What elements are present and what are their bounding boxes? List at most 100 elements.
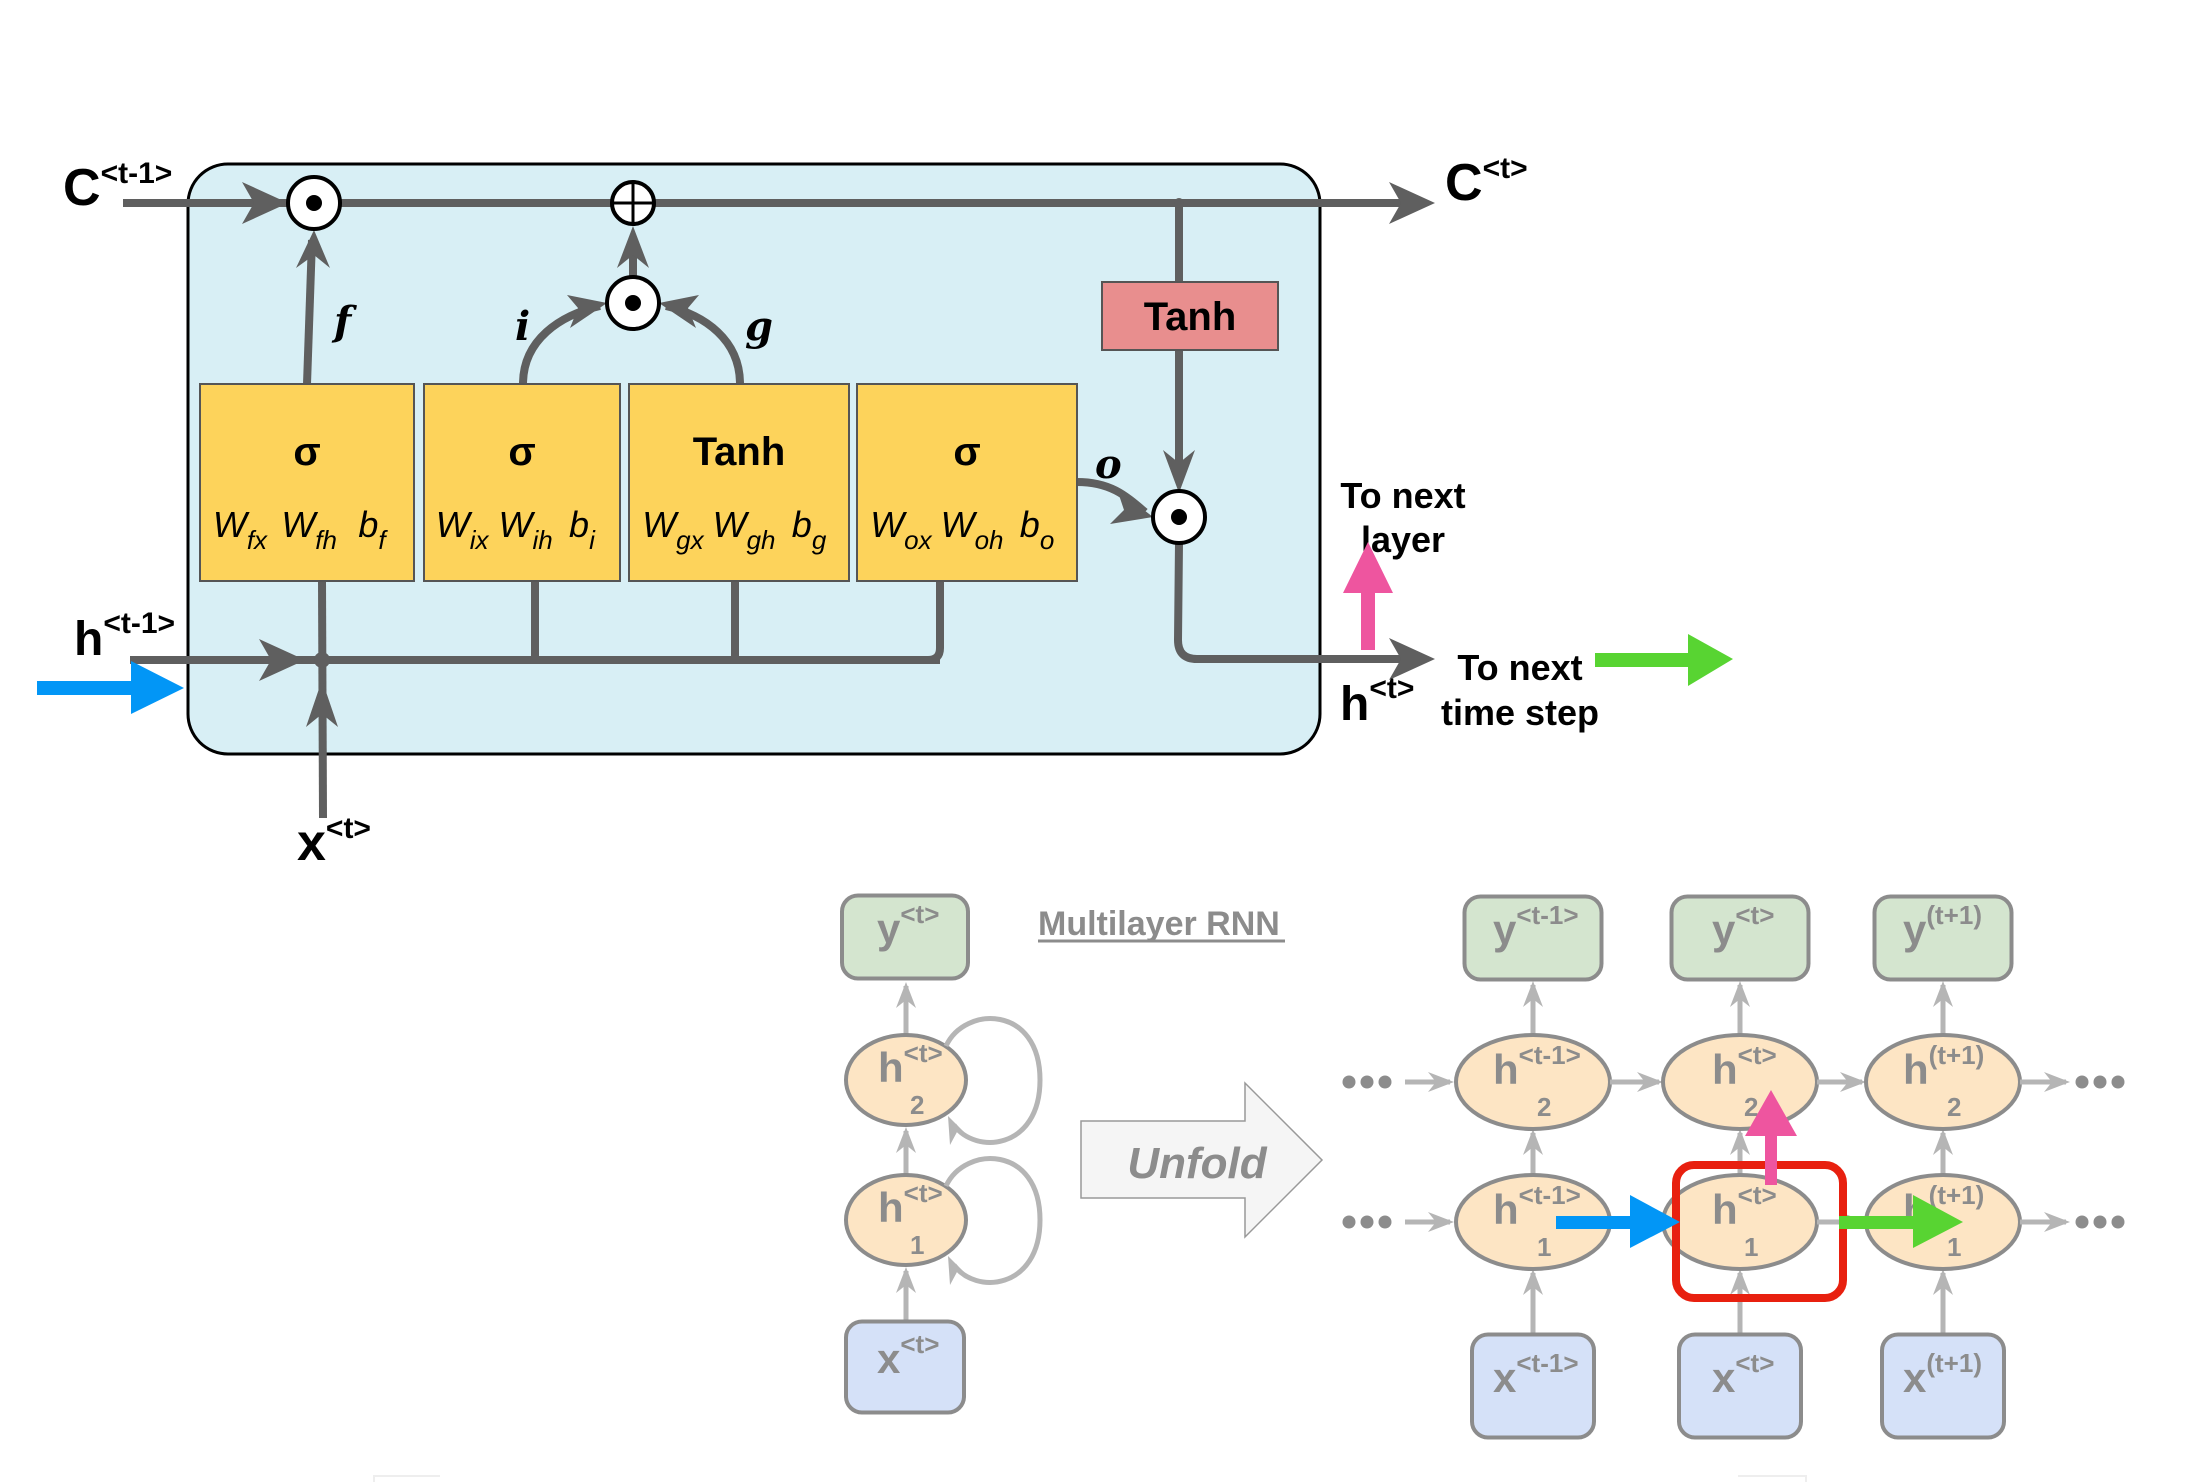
output-gate-connector xyxy=(927,581,944,664)
unfolded-col-3-hidden-layer2-label: h(t+1) xyxy=(1903,1040,1984,1093)
unfolded-col-2-input-box xyxy=(1677,1332,1803,1440)
output-gate-arrowhead xyxy=(1110,489,1153,524)
hidden-input-label: h<t-1> xyxy=(74,607,175,666)
unfolded-col-2-hidden-layer2-label-subscript: 2 xyxy=(1744,1092,1758,1122)
candidate-param-Wgh: Wgh xyxy=(713,504,776,555)
cell-tanh-box xyxy=(1101,281,1279,351)
unfolded-col-2-output-label: y<t> xyxy=(1712,900,1774,953)
forget-param-bf: bf xyxy=(358,504,388,555)
rnn-title: Multilayer RNN xyxy=(1038,905,1280,943)
input-multiply-node xyxy=(605,275,661,331)
unfolded-rnn: y<t-1>h<t-1>2h<t-1>1x<t-1>y<t>h<t>2h<t>1… xyxy=(1342,894,2125,1440)
hidden-input-arrowhead xyxy=(259,639,305,681)
folded-output-label: y<t> xyxy=(877,899,939,952)
decorative-outline xyxy=(373,1475,440,1482)
unfolded-col-3-output-label: y(t+1) xyxy=(1903,900,1982,953)
unfolded-col-3-hidden-layer1-label-subscript: 1 xyxy=(1947,1232,1961,1262)
folded-rnn: y<t>h<t>2h<t>1x<t> xyxy=(840,893,1043,1415)
green-arrow-icon xyxy=(1839,1195,1963,1248)
dot-icon xyxy=(306,195,322,211)
unfolded-col-3-x-to-h1-arrow-arrowhead xyxy=(1933,1269,1953,1295)
unfolded-col-1-layer2-recurrent-arrow-arrowhead xyxy=(1637,1072,1663,1092)
forget-activation-label: σ xyxy=(293,430,320,474)
folded-output-box xyxy=(840,893,970,981)
add-node xyxy=(610,180,656,226)
unfolded-col-2-h2-to-y-arrow-arrowhead xyxy=(1730,981,1750,1007)
folded-hidden-layer1-node xyxy=(844,1173,968,1267)
unfolded-col-3-input-box xyxy=(1880,1332,2006,1440)
output-param-Wox: Wox xyxy=(870,504,932,555)
folded-hidden-layer1-label-subscript: 1 xyxy=(910,1230,924,1260)
unfolded-col-1-output-label: y<t-1> xyxy=(1493,900,1579,953)
unfolded-col-2-input-label: x<t> xyxy=(1712,1348,1774,1401)
folded-input-box xyxy=(844,1319,966,1415)
unfolded-col-2-hidden-layer2-label: h<t> xyxy=(1712,1040,1777,1093)
input-param-Wih: Wih xyxy=(498,504,552,555)
unfolded-col-2-x-to-h1-arrow-arrowhead xyxy=(1730,1269,1750,1295)
input-param-bi: bi xyxy=(569,504,596,555)
cell-input-arrowhead xyxy=(242,182,288,224)
folded-h1-to-h2-arrow-arrowhead xyxy=(896,1127,916,1153)
folded-hidden-layer2-label-subscript: 2 xyxy=(910,1090,924,1120)
folded-h2-to-y-arrow-arrowhead xyxy=(896,982,916,1008)
left-into-layer1-arrow-arrowhead xyxy=(1428,1212,1454,1232)
candidate-param-Wgx: Wgx xyxy=(642,504,704,555)
unfolded-col-3-output-box xyxy=(1872,894,2014,982)
recurrent-loop-1 xyxy=(943,1156,1043,1285)
folded-hidden-layer2-label: h<t> xyxy=(878,1038,943,1091)
recurrent-loop-arrowhead xyxy=(948,1116,970,1145)
candidate-arrowhead xyxy=(659,295,699,328)
unfolded-col-1-input-label: x<t-1> xyxy=(1493,1348,1579,1401)
pink-arrow-icon xyxy=(1745,1090,1797,1185)
output-activation-label: σ xyxy=(953,430,980,474)
ellipsis-right-layer2 xyxy=(2075,1075,2125,1089)
cell-output-label: C<t> xyxy=(1445,152,1528,212)
ellipsis-left-layer1 xyxy=(1342,1215,1392,1229)
ellipsis-right-layer1 xyxy=(2075,1215,2125,1229)
forget-gate-box xyxy=(199,383,415,582)
left-into-layer2-arrow-arrowhead xyxy=(1428,1072,1454,1092)
unfolded-col-1-h2-to-y-arrow-arrowhead xyxy=(1523,981,1543,1007)
recurrent-loop-arrowhead xyxy=(948,1256,970,1285)
unfolded-col-1-hidden-layer2-label-subscript: 2 xyxy=(1537,1092,1551,1122)
hidden-output-wire xyxy=(1173,542,1410,663)
unfolded-col-3-hidden-layer2-label-subscript: 2 xyxy=(1947,1092,1961,1122)
pink-arrow-icon xyxy=(1343,542,1393,650)
candidate-param-bg: bg xyxy=(792,504,827,555)
forget-param-Wfh: Wfh xyxy=(281,504,337,555)
unfolded-col-2-output-box xyxy=(1669,894,1811,982)
unfolded-col-2-hidden-layer1-label-subscript: 1 xyxy=(1744,1232,1758,1262)
dot-icon xyxy=(625,295,641,311)
unfold-arrow: Unfold xyxy=(1080,1081,1324,1239)
candidate-gate-box xyxy=(628,383,850,582)
unfolded-col-1-output-box xyxy=(1462,894,1604,982)
input-param-Wix: Wix xyxy=(436,504,490,555)
unfolded-col-1-hidden-layer1-label: h<t-1> xyxy=(1493,1180,1581,1233)
add-arrowhead xyxy=(617,226,649,268)
unfolded-col-1-x-to-h1-arrow-arrowhead xyxy=(1523,1269,1543,1295)
unfolded-col-1-input-box xyxy=(1470,1332,1596,1440)
forget-multiply-node xyxy=(286,175,342,231)
highlight-box xyxy=(1672,1161,1847,1302)
dot-icon xyxy=(1171,509,1187,525)
output-param-Woh: Woh xyxy=(941,504,1004,555)
unfolded-col-3-h1-to-h2-arrow-arrowhead xyxy=(1933,1129,1953,1155)
blue-arrow-icon xyxy=(37,661,184,714)
junction xyxy=(314,652,330,668)
folded-x-to-h1-arrow-arrowhead xyxy=(896,1267,916,1293)
cell-tanh-label: Tanh xyxy=(1144,295,1237,339)
hidden-output-arrowhead xyxy=(1389,638,1435,680)
ellipsis-left-layer2 xyxy=(1342,1075,1392,1089)
input-signal-label: i xyxy=(515,303,530,350)
output-param-bo: bo xyxy=(1020,504,1055,555)
unfolded-col-2-h1-to-h2-arrow-arrowhead xyxy=(1730,1129,1750,1155)
unfold-label: Unfold xyxy=(1127,1139,1267,1188)
right-out-layer2-arrow-arrowhead xyxy=(2044,1072,2070,1092)
